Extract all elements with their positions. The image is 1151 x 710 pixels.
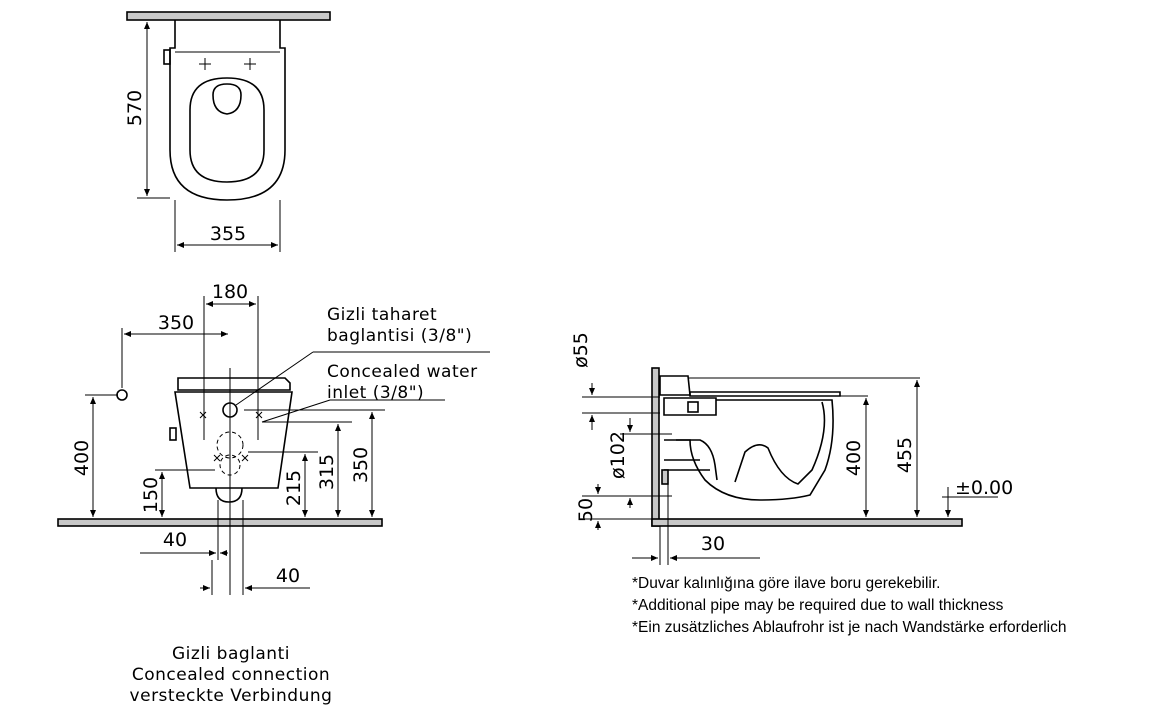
water-label-en-2: inlet (3/8"): [327, 383, 424, 403]
dim-400-side: 400: [843, 440, 865, 476]
side-view: ø55 ø102 50 30 400 455 ±0.00: [570, 332, 1013, 565]
dim-150: 150: [140, 477, 162, 513]
side-view-wall: [651, 367, 660, 527]
side-view-floor: [651, 518, 963, 527]
dim-30: 30: [701, 533, 725, 555]
front-view-outlet: [215, 487, 243, 503]
top-view-seat: [189, 77, 265, 183]
dim-40-right: 40: [276, 565, 300, 587]
top-view-fixing-marks: [199, 58, 256, 70]
dim-d102: ø102: [607, 431, 629, 479]
water-inlet-point: [116, 389, 128, 401]
dim-zero-level: ±0.00: [955, 477, 1013, 499]
front-view-bowl: [174, 391, 293, 489]
notes: *Duvar kalınlığına göre ilave boru gerek…: [632, 575, 1067, 636]
water-inlet-leader: [235, 351, 314, 406]
note-en: *Additional pipe may be required due to …: [632, 597, 1004, 614]
caption-de: versteckte Verbindung: [130, 686, 333, 706]
side-view-bowl: [676, 399, 834, 501]
front-view-fixing-marks: [199, 411, 263, 462]
side-view-connector: [659, 375, 691, 396]
dim-350-horizontal: 350: [158, 312, 194, 334]
top-view-side-cap: [163, 49, 171, 65]
side-view-drain-pipe: [664, 439, 718, 481]
top-view-wall: [126, 11, 331, 21]
front-view-drain-circle: [216, 431, 244, 459]
dim-570: 570: [124, 90, 146, 126]
dim-400-front: 400: [71, 440, 93, 476]
water-label-en-1: Concealed water: [327, 362, 478, 382]
side-view-seat: [689, 391, 841, 397]
side-view-trap: [734, 401, 826, 485]
water-label-tr-2: baglantisi (3/8"): [327, 326, 472, 346]
dim-455: 455: [894, 437, 916, 473]
dim-315: 315: [316, 454, 338, 490]
front-view-side-cap: [169, 427, 177, 441]
dim-40-left: 40: [163, 529, 187, 551]
front-view-seat: [177, 377, 291, 391]
note-de: *Ein zusätzliches Ablaufrohr ist je nach…: [632, 619, 1067, 636]
note-tr: *Duvar kalınlığına göre ilave boru gerek…: [632, 575, 940, 592]
top-view-rim-opening: [212, 83, 242, 115]
dim-180: 180: [212, 281, 248, 303]
caption-en: Concealed connection: [132, 665, 330, 685]
caption-tr: Gizli baglanti: [172, 644, 290, 664]
top-view: 570 355: [124, 11, 331, 252]
dim-d55: ø55: [570, 332, 592, 368]
top-view-bowl-outline: [169, 20, 286, 201]
dim-215: 215: [283, 470, 305, 506]
water-label-tr-1: Gizli taharet: [327, 305, 437, 325]
front-view-floor: [57, 518, 383, 527]
dim-50: 50: [575, 498, 597, 522]
dim-355: 355: [210, 223, 246, 245]
dim-350-vertical: 350: [350, 447, 372, 483]
front-view: 180 350 Gizli taharet baglantisi (3/8") …: [57, 281, 490, 706]
